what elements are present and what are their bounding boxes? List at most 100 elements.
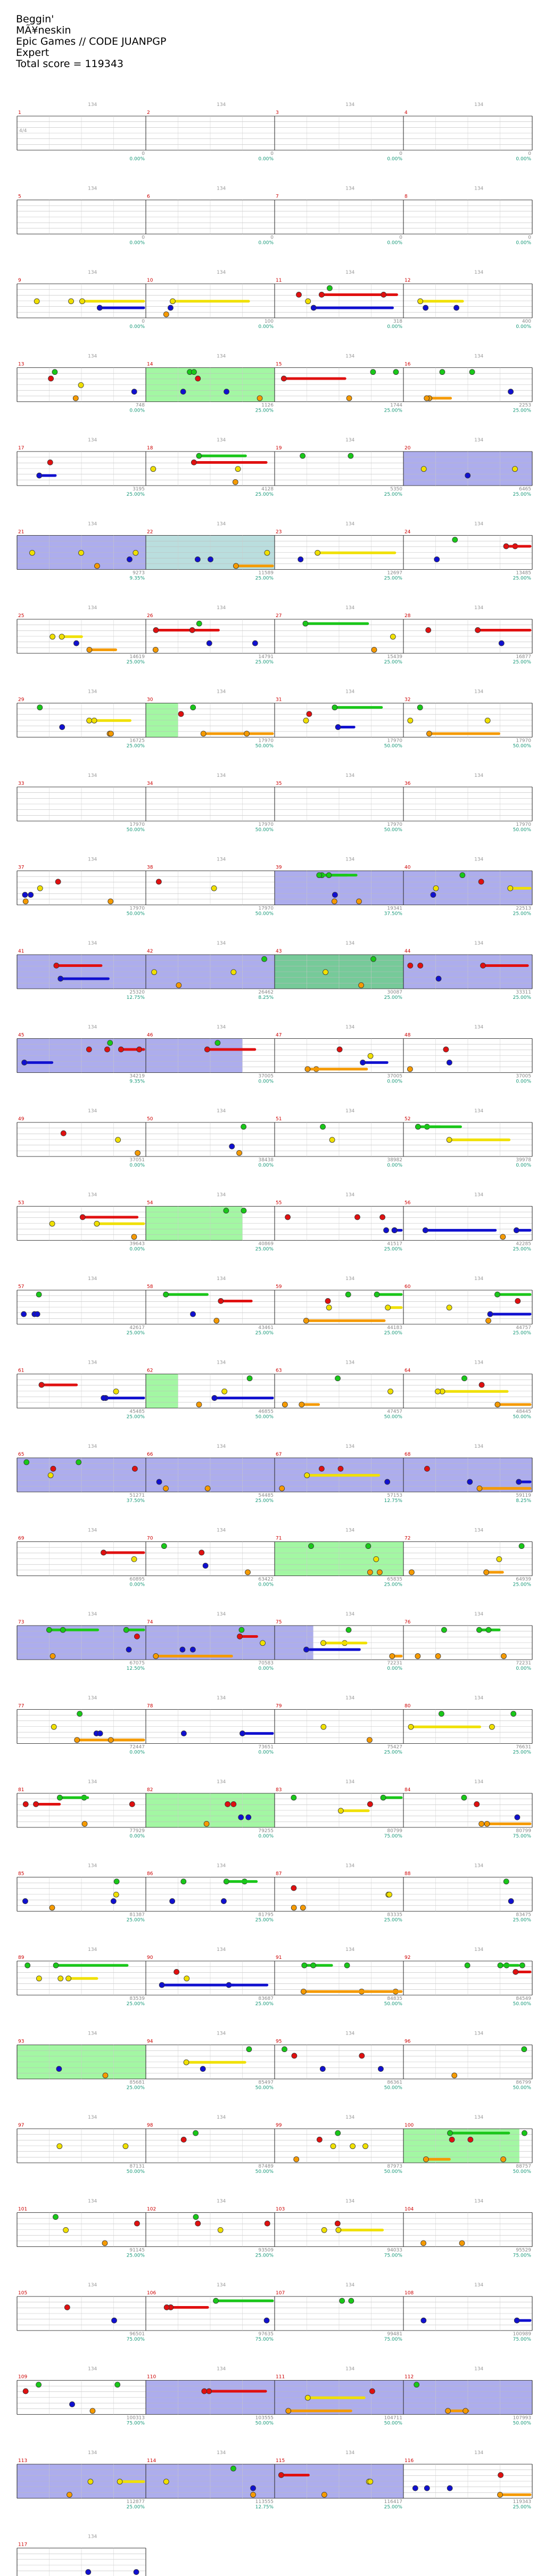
measure-percent: 50.00% [255, 2421, 274, 2426]
note-gem [318, 1466, 325, 1472]
measure-number: 105 [18, 2291, 27, 2296]
note-gem [233, 563, 239, 569]
bpm-marker: 134 [88, 941, 97, 946]
measure-percent: 25.00% [255, 660, 274, 665]
note-gem [250, 2491, 256, 2498]
measure-score: 63422 [258, 1577, 274, 1582]
measure-number: 99 [276, 2123, 282, 2128]
note-gem [389, 1653, 395, 1659]
measure-score: 47457 [387, 1409, 402, 1415]
bpm-marker: 134 [88, 1360, 97, 1366]
measure-number: 63 [276, 1368, 282, 1374]
chart-row-45 [16, 1038, 533, 1073]
note-gem [498, 640, 505, 646]
measure-percent: 75.00% [384, 1834, 403, 1839]
measure-score: 5350 [390, 487, 402, 492]
note-gem [407, 717, 414, 724]
bpm-marker: 134 [88, 2115, 97, 2120]
note-gem [73, 640, 79, 646]
note-gem [335, 2130, 341, 2136]
bpm-marker: 134 [88, 1109, 97, 1114]
bpm-marker: 134 [345, 1947, 354, 1952]
note-gem [126, 1646, 132, 1653]
note-gem [184, 1975, 190, 1982]
measure-number: 75 [276, 1620, 282, 1625]
bpm-marker: 134 [88, 186, 97, 192]
measure-number: 9 [18, 278, 21, 283]
measure-number: 34 [147, 781, 153, 786]
measure-score: 13485 [516, 571, 531, 576]
measure-score: 39978 [516, 1158, 531, 1163]
note-gem [446, 1137, 452, 1143]
measure-score: 40869 [258, 1242, 274, 1247]
note-gem [230, 2465, 236, 2472]
note-gem [279, 1485, 285, 1491]
measure-number: 29 [18, 698, 24, 703]
note-gem [459, 2240, 465, 2246]
bpm-marker: 134 [88, 1444, 97, 1449]
measure-score: 17970 [516, 822, 531, 827]
measure-percent: 0.00% [129, 1247, 145, 1252]
note-gem [264, 2220, 270, 2227]
bpm-marker: 134 [474, 1193, 483, 1198]
bpm-marker: 134 [345, 1528, 354, 1533]
bpm-marker: 134 [345, 522, 354, 527]
measure-score: 0 [528, 151, 531, 157]
measure-number: 106 [147, 2291, 156, 2296]
measure-percent: 0.00% [129, 1750, 145, 1755]
measure-number: 67 [276, 1452, 282, 1457]
measure-number: 4 [404, 110, 408, 116]
measure-score: 87973 [387, 2164, 402, 2169]
measure-score: 119343 [513, 2499, 531, 2505]
measure-number: 71 [276, 1536, 282, 1541]
chart-row-5 [16, 200, 533, 234]
note-gem [451, 2072, 458, 2079]
measure-percent: 75.00% [384, 2253, 403, 2259]
bpm-marker: 134 [474, 1947, 483, 1952]
note-gem [500, 1234, 506, 1240]
measure-percent: 25.00% [255, 2253, 274, 2259]
note-gem [22, 898, 29, 905]
time-signature: 4/4 [19, 128, 27, 134]
bpm-marker: 134 [217, 773, 226, 778]
measure-number: 20 [404, 446, 411, 451]
measure-percent: 25.00% [384, 995, 403, 1000]
note-gem [332, 892, 338, 898]
measure-number: 60 [404, 1284, 411, 1290]
measure-percent: 25.00% [255, 1247, 274, 1252]
measure-score: 0 [142, 151, 145, 157]
note-gem [497, 2491, 503, 2498]
note-gem [310, 305, 317, 311]
measure-percent: 25.00% [127, 2253, 145, 2259]
measure-number: 77 [18, 1704, 24, 1709]
measure-score: 93509 [258, 2248, 274, 2253]
measure-percent: 25.00% [384, 1331, 403, 1336]
measure-percent: 25.00% [513, 660, 532, 665]
note-gem [46, 1627, 52, 1633]
measure-score: 38438 [258, 1158, 274, 1163]
measure-score: 0 [528, 235, 531, 241]
measure-percent: 0.00% [258, 1163, 274, 1168]
bpm-marker: 134 [345, 1025, 354, 1030]
measure-score: 17970 [258, 906, 274, 912]
note-gem [113, 1891, 119, 1898]
measure-number: 16 [404, 362, 411, 367]
note-gem [129, 1801, 135, 1807]
bpm-marker: 134 [88, 2031, 97, 2037]
note-gem [365, 1543, 371, 1549]
measure-percent: 50.00% [127, 2169, 145, 2175]
bpm-marker: 134 [474, 2031, 483, 2037]
note-gem [335, 2227, 342, 2233]
measure-score: 51271 [129, 1493, 145, 1498]
note-gem [53, 1962, 59, 1968]
note-gem [155, 879, 162, 885]
note-gem [417, 704, 423, 711]
measure-number: 35 [276, 781, 282, 786]
measure-score: 0 [270, 151, 274, 157]
note-gem [439, 1711, 444, 1717]
note-gem [496, 1556, 502, 1562]
note-gem [360, 1060, 366, 1065]
bpm-marker: 134 [217, 2367, 226, 2372]
note-gem [131, 1556, 137, 1562]
bpm-marker: 134 [474, 2367, 483, 2372]
